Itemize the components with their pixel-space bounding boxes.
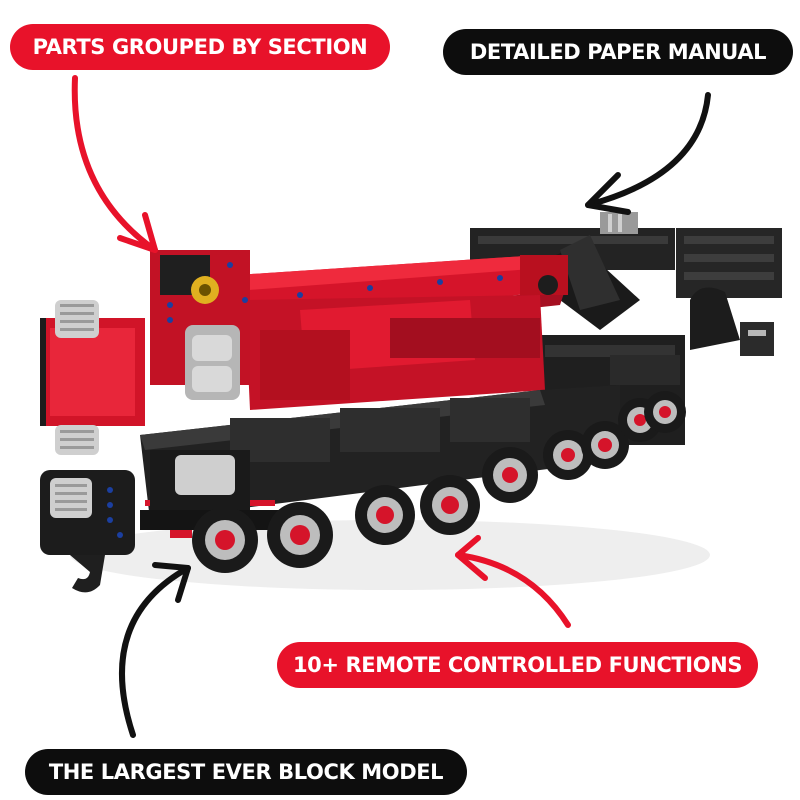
gearbox-tower (150, 250, 250, 400)
wheel (482, 447, 538, 503)
wheel (581, 421, 629, 469)
remote-functions-callout: 10+ REMOTE CONTROLLED FUNCTIONS (277, 642, 758, 688)
wheel (192, 507, 258, 573)
counterweight-assembly (470, 212, 782, 356)
paper-manual-callout: DETAILED PAPER MANUAL (443, 29, 793, 75)
parts-grouped-callout: PARTS GROUPED BY SECTION (10, 24, 390, 70)
chassis (140, 385, 620, 538)
red-arrow-to-parts (71, 75, 158, 253)
black-arrow-to-hook (119, 562, 191, 738)
wheel (543, 430, 593, 480)
wheel (267, 502, 333, 568)
crane-cab (40, 300, 145, 455)
superstructure (245, 295, 545, 410)
red-arrow-to-wheels (455, 535, 571, 628)
wheel (644, 391, 686, 433)
largest-model-callout: THE LARGEST EVER BLOCK MODEL (25, 749, 467, 795)
hook-block (40, 470, 135, 593)
black-arrow-to-manual (585, 92, 711, 215)
wheel (420, 475, 480, 535)
wheel (355, 485, 415, 545)
wheels (192, 391, 686, 573)
